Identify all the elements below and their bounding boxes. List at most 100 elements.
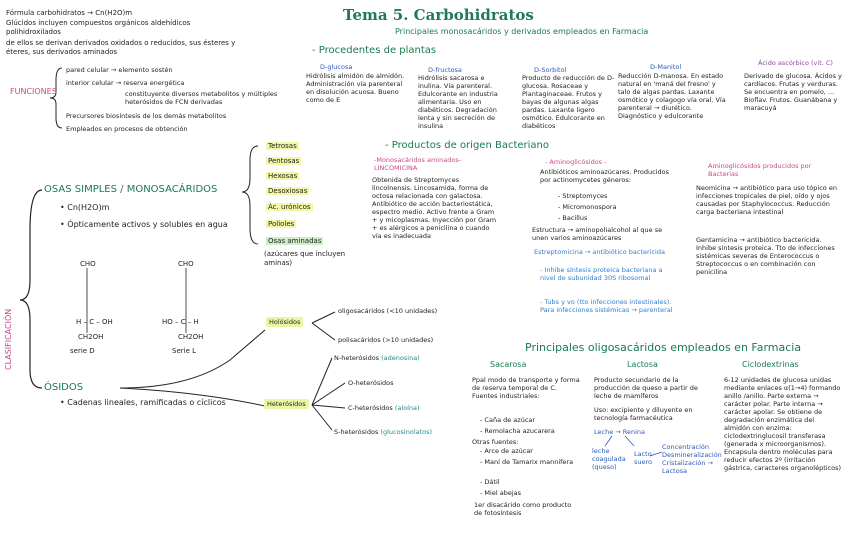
serie-d-mid: H – C – OH: [76, 318, 113, 326]
heterosidos-text: Heterósidos: [264, 399, 309, 409]
leche-coagulada: leche coagulada (queso): [592, 447, 626, 471]
serie-l-label: Serie L: [172, 347, 197, 355]
serie-l-bottom: CH2OH: [178, 333, 204, 341]
ciclodextrinas-title: Ciclodextrinas: [742, 360, 799, 369]
source-text: Caña de azúcar: [484, 416, 536, 424]
aminoglic-bacterias-title: Aminoglicósidos producidos por Bacterias: [708, 162, 812, 178]
hetero-name: N-heterósidos: [334, 354, 380, 362]
funcion-item: pared celular → elemento sostén: [66, 66, 173, 74]
otras-text: Maní de Tamarix mannifera: [484, 458, 574, 466]
lacto-suero: Lacto suero: [634, 450, 653, 466]
heterosidos-label: Heterósidos: [264, 399, 309, 409]
osa-type: Polioles: [266, 220, 297, 229]
planta-name: D-Manitol: [650, 63, 682, 71]
serie-l-top: CHO: [178, 260, 194, 268]
holosidos-text: Holósidos: [266, 317, 304, 327]
funcion-item: Empleados en procesos de obtención: [66, 125, 188, 133]
plantas-heading: - Procedentes de plantas: [312, 45, 437, 56]
estrep-point-text: Inhibe síntesis proteica bacteriana a ni…: [540, 266, 663, 282]
funcion-item: interior celular → reserva energética: [66, 79, 185, 87]
genre-item: - Bacillus: [558, 214, 588, 222]
otras-item: - Arce de azúcar: [480, 447, 533, 455]
monosacaridos-aminados-title: -Monosacáridos aminados- LINCOMICINA: [374, 156, 462, 172]
otras-fuentes-label: Otras fuentes:: [472, 438, 519, 446]
otras-item: - Dátil: [480, 478, 500, 486]
osas-title: OSAS SIMPLES / MONOSACÁRIDOS: [44, 184, 218, 195]
funcion-item: constituyente diversos metabolitos y múl…: [125, 90, 278, 106]
serie-d-top: CHO: [80, 260, 96, 268]
osidos-point-text: Cadenas lineales, ramificadas o cíclicos: [67, 398, 226, 407]
mono-heading: Principales monosacáridos y derivados em…: [395, 27, 649, 36]
osas-point-text: Ópticamente activos y solubles en agua: [67, 220, 228, 229]
osa-type-label: Osas aminadas: [266, 237, 324, 245]
planta-name: D-glucosa: [320, 63, 353, 71]
holo-item: polisacáridos (>10 unidades): [338, 336, 434, 344]
osa-type: Desoxiosas: [266, 187, 310, 196]
osa-type: Ác. urónicos: [266, 203, 313, 212]
sacarosa-source: - Remolacha azucarera: [480, 427, 555, 435]
monosacaridos-aminados-text: Obtenida de Streptomyces lincolnensis. L…: [372, 176, 497, 240]
planta-text: Derivado de glucosa. Ácidos y cardíacos.…: [744, 72, 842, 112]
lactosa-process: Concentración Desmineralización Cristali…: [662, 443, 722, 475]
planta-text: Hidrólisis almidón de almidón. Administr…: [306, 72, 405, 104]
estreptomicina-text: Estreptomicina → antibiótico bactericida: [534, 248, 665, 256]
estrep-point: - Tubs y vo (tto infecciones intestinale…: [540, 298, 673, 314]
hetero-item: N-heterósidos (adenosina): [334, 354, 420, 362]
otras-text: Miel abejas: [484, 489, 521, 497]
otras-item: - Miel abejas: [480, 489, 521, 497]
lactosa-text: Producto secundario de la producción de …: [594, 376, 698, 400]
osas-point: • Ópticamente activos y solubles en agua: [60, 220, 228, 229]
osa-type: Pentosas: [266, 157, 302, 166]
aminoglicosidos-text: Antibióticos aminoazúcares. Producidos p…: [540, 168, 669, 184]
hetero-name: S-heterósidos: [334, 428, 379, 436]
otras-text: Arce de azúcar: [484, 447, 533, 455]
gentamicina-text: Gentamicina → antibiótico bactericida. I…: [696, 236, 835, 276]
aminoglicosidos-title: - Aminoglicósidos -: [545, 158, 607, 166]
osa-type: Tetrosas: [266, 142, 299, 151]
genre-text: Bacillus: [562, 214, 588, 222]
formula-text: Fórmula carbohidratos → Cn(H2O)m: [6, 9, 133, 17]
osas-point-text: Cn(H2O)m: [67, 203, 110, 212]
source-text: Remolacha azucarera: [484, 427, 555, 435]
osa-type-label: Pentosas: [266, 157, 302, 165]
sacarosa-note: 1er disacárido como producto de fotosínt…: [474, 501, 572, 517]
hetero-example: (aloína): [394, 404, 420, 412]
osa-type-label: Desoxiosas: [266, 187, 310, 195]
lactosa-title: Lactosa: [627, 360, 658, 369]
sacarosa-text: Ppal modo de transporte y forma de reser…: [472, 376, 580, 400]
sacarosa-source: - Caña de azúcar: [480, 416, 536, 424]
genre-item: - Streptomyces: [558, 192, 608, 200]
hetero-name: O-heterósidos: [348, 379, 394, 387]
derivados-text: de ellos se derivan derivados oxidados o…: [6, 39, 236, 56]
hetero-example: (adenosina): [381, 354, 420, 362]
planta-name: D-fructosa: [428, 66, 462, 74]
hetero-item: C-heterósidos (aloína): [348, 404, 420, 412]
osas-point: • Cn(H2O)m: [60, 203, 110, 212]
funcion-item: Precursores biosíntesis de los demás met…: [66, 112, 227, 120]
planta-name: Ácido ascórbico (vit. C): [758, 59, 833, 67]
otras-text: Dátil: [484, 478, 500, 486]
genre-text: Streptomyces: [562, 192, 608, 200]
planta-text: Hidrólisis sacarosa e inulina. Vía paren…: [418, 74, 498, 130]
neomicina-text: Neomicina → antibiótico para uso tópico …: [696, 184, 837, 216]
page-title: Tema 5. Carbohidratos: [343, 6, 534, 24]
osa-type-label: Tetrosas: [266, 142, 299, 150]
osidos-point: • Cadenas lineales, ramificadas o cíclic…: [60, 398, 226, 407]
estructura-text: Estructura → aminopolialcohol al que se …: [532, 226, 663, 242]
hetero-name: C-heterósidos: [348, 404, 393, 412]
genre-item: - Micromonospora: [558, 203, 617, 211]
osa-type-label: Polioles: [266, 220, 297, 228]
estrep-point-text: Tubs y vo (tto infecciones intestinales)…: [540, 298, 673, 314]
osidos-title: ÓSIDOS: [44, 382, 84, 393]
funciones-label: FUNCIONES: [10, 87, 57, 96]
bacteriano-heading: - Productos de origen Bacteriano: [385, 140, 549, 151]
serie-l-mid: HO – C – H: [162, 318, 199, 326]
planta-text: Producto de reducción de D-glucosa. Rosa…: [522, 74, 615, 130]
otras-item: - Maní de Tamarix mannifera: [480, 458, 574, 466]
estrep-point: - Inhibe síntesis proteica bacteriana a …: [540, 266, 663, 282]
lactosa-chain: Leche → Renina: [594, 428, 646, 436]
holo-item: oligosacáridos (<10 unidades): [338, 307, 438, 315]
serie-d-bottom: CH2OH: [78, 333, 104, 341]
lactosa-uso: Uso: excipiente y diluyente en tecnologí…: [594, 406, 693, 422]
